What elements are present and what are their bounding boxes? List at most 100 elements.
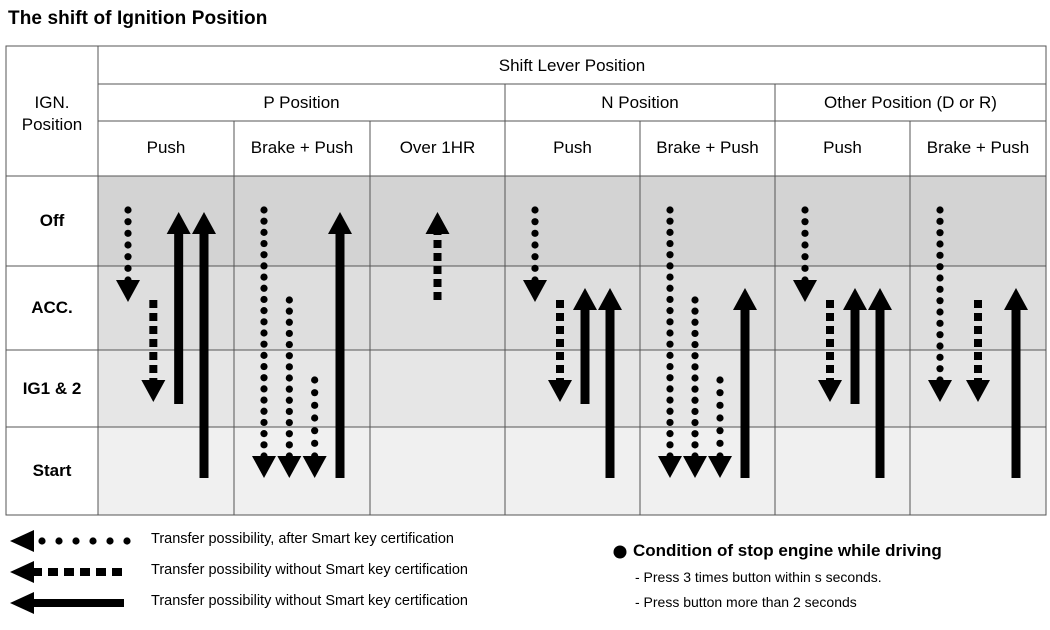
arrow-dot — [691, 407, 699, 416]
arrow-head — [166, 212, 191, 234]
arrow-dot — [260, 273, 268, 281]
arrow-dot — [285, 418, 293, 427]
position-header: N Position — [601, 93, 679, 112]
arrow-dot — [311, 439, 319, 447]
transition-arrow-dashed — [966, 300, 990, 402]
transition-arrow-solid — [192, 212, 216, 478]
arrow-dot — [716, 414, 724, 422]
transition-arrow-dashed — [425, 212, 450, 300]
arrow-dot — [285, 307, 293, 315]
legend-text-dashed: Transfer possibility without Smart key c… — [151, 562, 468, 578]
arrow-dot — [531, 206, 539, 214]
arrow-head — [252, 456, 276, 478]
arrow-dot — [666, 396, 674, 404]
arrow-dot — [311, 401, 319, 409]
arrow-dot — [260, 407, 268, 415]
arrow-dot — [285, 396, 293, 404]
row-off-band — [98, 176, 1046, 266]
arrow-dot — [285, 441, 293, 449]
arrow-dot — [260, 351, 268, 359]
arrow-dot — [666, 430, 674, 438]
arrow-dot — [285, 363, 293, 371]
arrow-dot — [260, 441, 268, 449]
arrow-dot — [801, 264, 809, 272]
arrow-head — [928, 380, 952, 402]
transition-arrow-dashed — [548, 300, 572, 402]
arrow-head — [843, 288, 867, 310]
arrow-dot — [691, 441, 699, 449]
ign-position-header: IGN. Position — [21, 93, 83, 134]
arrow-dot — [936, 342, 944, 350]
arrow-dot — [666, 318, 674, 326]
arrow-dot — [666, 374, 674, 382]
transition-arrow-dotted — [683, 296, 707, 478]
arrow-dot — [666, 441, 674, 449]
arrow-head — [658, 456, 682, 478]
arrow-dot — [666, 307, 674, 315]
arrow-dot — [260, 262, 268, 270]
arrow-dot — [260, 239, 268, 248]
condition-item: - Press button more than 2 seconds — [635, 594, 857, 610]
arrow-dot — [716, 376, 724, 384]
arrow-dot — [260, 284, 268, 292]
arrow-dot — [936, 206, 944, 214]
arrow-dot — [124, 241, 132, 249]
arrow-dot — [936, 297, 944, 305]
condition-bullet-icon — [613, 545, 627, 559]
arrow-head — [302, 456, 327, 478]
legend-dotted-arrow — [10, 530, 131, 552]
transition-arrow-dotted — [708, 376, 732, 478]
arrow-dot — [666, 206, 674, 214]
arrow-dot — [285, 329, 293, 338]
arrow-dot — [260, 396, 268, 404]
arrow-dot — [936, 217, 944, 225]
transition-arrow-solid — [843, 288, 867, 404]
arrow-head — [733, 288, 757, 310]
arrow-head — [573, 288, 597, 310]
arrow-head — [425, 212, 450, 234]
arrow-dot — [801, 206, 809, 214]
arrow-dot — [691, 352, 699, 360]
arrow-dot — [691, 430, 699, 438]
arrow-dot — [285, 296, 293, 304]
transition-arrow-solid — [1004, 288, 1028, 478]
row-start-band — [98, 427, 1046, 515]
arrow-dot — [691, 307, 699, 315]
arrow-head — [1004, 288, 1028, 310]
arrow-dot — [666, 362, 674, 371]
arrow-dot — [666, 340, 674, 348]
arrow-dot — [691, 363, 699, 371]
arrow-dot — [666, 228, 674, 236]
arrow-dot — [691, 385, 699, 393]
arrow-dot — [936, 308, 944, 316]
transition-arrow-solid — [166, 212, 191, 404]
transition-arrow-dotted — [277, 296, 302, 478]
arrow-head — [818, 380, 842, 402]
column-header: Brake + Push — [656, 138, 759, 157]
arrow-head — [683, 456, 707, 478]
arrow-dot — [260, 307, 268, 315]
column-header: Push — [823, 138, 862, 157]
arrow-dot — [260, 385, 268, 393]
arrow-dot — [124, 264, 132, 272]
arrow-head — [116, 280, 140, 302]
arrow-dot — [666, 351, 674, 359]
shift-lever-position-header: Shift Lever Position — [498, 56, 646, 75]
arrow-dot — [260, 295, 268, 304]
legend-text-solid: Transfer possibility without Smart key c… — [151, 593, 468, 609]
condition-title: Condition of stop engine while driving — [633, 541, 942, 560]
arrow-head — [548, 380, 572, 402]
row-label-acc: ACC. — [31, 298, 73, 317]
arrow-dot — [936, 251, 944, 259]
transition-arrow-solid — [868, 288, 892, 478]
arrow-dot — [666, 407, 674, 415]
row-label-off: Off — [39, 211, 65, 230]
arrow-dot — [124, 229, 132, 237]
arrow-head — [966, 380, 990, 402]
page-title: The shift of Ignition Position — [8, 8, 268, 29]
arrow-head — [328, 212, 352, 234]
arrow-dot — [936, 263, 944, 271]
row-acc-band — [98, 266, 1046, 350]
column-header: Push — [553, 138, 592, 157]
arrow-dot — [124, 253, 132, 261]
